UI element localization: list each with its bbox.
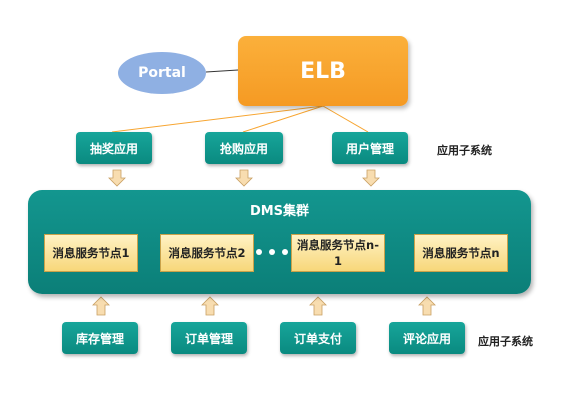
bottom-app-order-payment: 订单支付 (280, 322, 356, 354)
portal-label: Portal (138, 65, 186, 81)
dot (269, 249, 275, 255)
bottom-subsystem-label: 应用子系统 (478, 335, 533, 348)
elb-label: ELB (300, 58, 346, 84)
ellipsis-dots (256, 246, 288, 258)
top-app-label: 用户管理 (345, 141, 394, 156)
bottom-app-comments: 评论应用 (389, 322, 465, 354)
dot (256, 249, 262, 255)
message-node-n-minus-1: 消息服务节点n-1 (291, 234, 385, 272)
up-arrow-2 (201, 296, 219, 316)
bottom-app-inventory: 库存管理 (62, 322, 138, 354)
up-arrow-3 (309, 296, 327, 316)
message-node-label: 消息服务节点n (422, 246, 500, 260)
top-app-label: 抢购应用 (219, 141, 268, 156)
top-app-lottery: 抽奖应用 (76, 132, 152, 164)
bottom-app-order-management: 订单管理 (171, 322, 247, 354)
bottom-app-label: 库存管理 (75, 331, 124, 346)
message-node-2: 消息服务节点2 (160, 234, 254, 272)
bottom-app-label: 订单支付 (293, 331, 342, 346)
elb-link-app2 (242, 105, 324, 133)
elb-box: ELB (238, 36, 408, 106)
message-node-label: 消息服务节点1 (52, 246, 130, 260)
message-node-1: 消息服务节点1 (44, 234, 138, 272)
bottom-app-label: 评论应用 (402, 331, 451, 346)
dot (282, 249, 288, 255)
portal-ellipse: Portal (118, 52, 206, 94)
elb-link-app3 (322, 105, 369, 133)
up-arrow-4 (418, 296, 436, 316)
bottom-app-label: 订单管理 (184, 331, 233, 346)
up-arrow-1 (92, 296, 110, 316)
top-app-flash-sale: 抢购应用 (205, 132, 283, 164)
portal-elb-link (205, 69, 239, 73)
elb-link-app1 (111, 105, 324, 133)
top-subsystem-label: 应用子系统 (437, 144, 492, 157)
down-arrow-1 (108, 169, 126, 187)
dms-cluster-title: DMS集群 (249, 204, 310, 219)
top-app-user-management: 用户管理 (332, 132, 408, 164)
message-node-label: 消息服务节点2 (168, 246, 246, 260)
down-arrow-3 (362, 169, 380, 187)
message-node-n: 消息服务节点n (414, 234, 508, 272)
down-arrow-2 (235, 169, 253, 187)
top-app-label: 抽奖应用 (89, 141, 138, 156)
message-node-label: 消息服务节点n-1 (297, 238, 379, 268)
